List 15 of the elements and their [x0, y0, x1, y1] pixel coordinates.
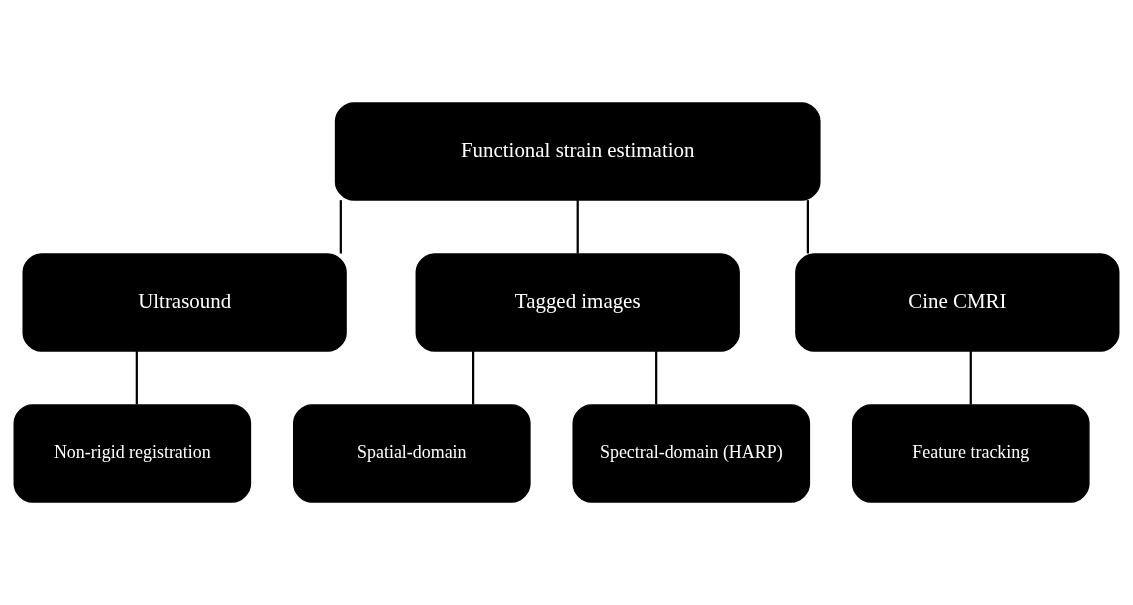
connector — [135, 351, 138, 405]
connector — [806, 200, 809, 254]
node-box: Spectral-domain (HARP) — [572, 404, 811, 503]
connector — [339, 200, 342, 254]
node-box: Feature tracking — [851, 404, 1090, 503]
node-box: Cine CMRI — [795, 253, 1120, 352]
connector — [576, 200, 579, 254]
node-box: Ultrasound — [22, 253, 347, 352]
node-box: Tagged images — [415, 253, 740, 352]
node-box: Spatial-domain — [293, 404, 531, 503]
node-box: Non-rigid registration — [13, 404, 252, 503]
connector — [471, 351, 475, 405]
connector — [655, 351, 658, 405]
connector — [969, 351, 972, 405]
node-box: Functional strain estimation — [334, 102, 821, 201]
